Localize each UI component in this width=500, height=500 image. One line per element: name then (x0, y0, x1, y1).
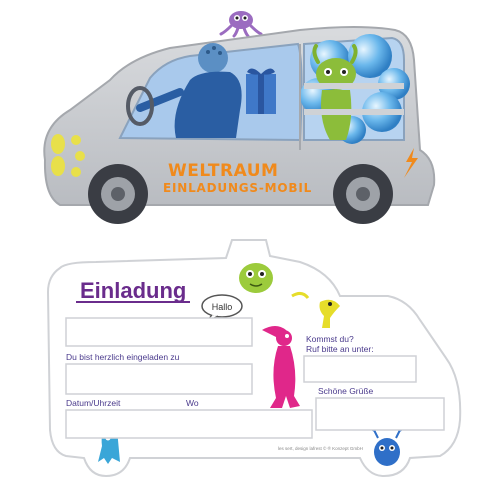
label-datetime: Datum/Uhrzeit (66, 398, 121, 408)
speech-bubble-text: Hallo (212, 302, 233, 312)
card-title: Einladung (80, 278, 186, 303)
invitation-card: Einladung Hallo (46, 239, 462, 478)
label-rsvp-line1: Kommst du? (306, 334, 354, 344)
datetime-field[interactable] (65, 409, 313, 439)
name-field[interactable] (65, 317, 253, 347)
gift-icon (246, 68, 276, 114)
pink-alien-icon (262, 326, 300, 408)
label-where: Wo (186, 398, 199, 408)
front-wheel (88, 164, 148, 224)
driver-figure (126, 43, 242, 138)
rsvp-field[interactable] (303, 355, 417, 383)
space-car: WELTRAUM EINLADUNGS-MOBIL (43, 11, 436, 224)
label-invited: Du bist herzlich eingeladen zu (66, 352, 180, 362)
label-rsvp-line2: Ruf bitte an unter: (306, 344, 374, 354)
card-green-alien-icon (239, 263, 273, 293)
brand-title: WELTRAUM (168, 161, 278, 181)
yellow-alien-icon (291, 291, 340, 328)
brand-subtitle: EINLADUNGS-MOBIL (163, 181, 312, 195)
greetings-field[interactable] (315, 397, 445, 431)
rear-wheel (333, 164, 393, 224)
roof-alien-icon (219, 11, 263, 38)
headlights (51, 134, 85, 177)
credit-line: les sert, design lafrest © ® Konzept Gmb… (278, 445, 363, 451)
lightning-icon (404, 148, 418, 178)
label-greetings: Schöne Grüße (318, 386, 374, 396)
event-field[interactable] (65, 363, 253, 395)
